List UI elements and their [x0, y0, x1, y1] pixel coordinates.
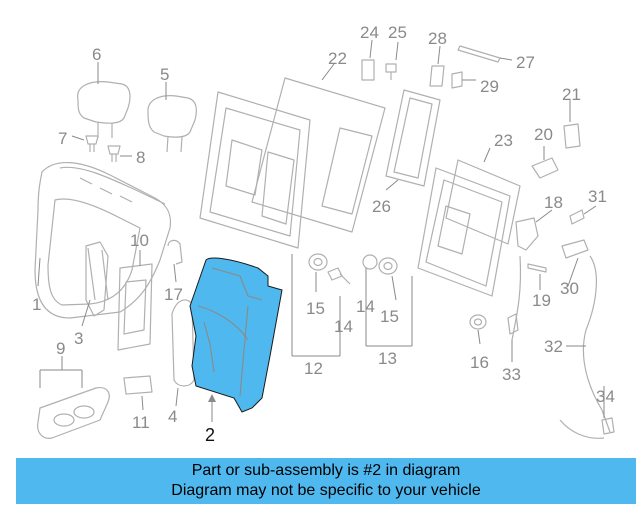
callout-15-left[interactable]: 15 — [306, 299, 325, 318]
callout-25[interactable]: 25 — [388, 23, 407, 42]
part-14-bolt-left — [327, 267, 351, 285]
part-4-side-trim — [171, 299, 195, 387]
callout-12[interactable]: 12 — [304, 359, 323, 378]
callout-8[interactable]: 8 — [136, 148, 145, 167]
part-27-rod — [457, 45, 501, 63]
part-23-panel — [445, 159, 521, 245]
part-19-bolt — [527, 263, 547, 273]
leader-lines — [37, 39, 605, 422]
callout-5[interactable]: 5 — [160, 65, 169, 84]
callout-17[interactable]: 17 — [164, 285, 183, 304]
part-29-clip — [451, 71, 463, 89]
callout-6[interactable]: 6 — [92, 45, 101, 64]
callout-20[interactable]: 20 — [534, 125, 553, 144]
callout-32[interactable]: 32 — [544, 337, 563, 356]
part-15-bushing-right — [378, 257, 398, 275]
part-24-clip — [361, 59, 375, 81]
part-10-bracket — [117, 263, 153, 351]
part-15-bushing-left — [308, 253, 328, 271]
part-17-hook — [167, 239, 183, 265]
part-31-bolt — [569, 209, 585, 225]
callout-18[interactable]: 18 — [544, 193, 563, 212]
callout-34[interactable]: 34 — [596, 387, 615, 406]
info-banner: Part or sub-assembly is #2 in diagram Di… — [16, 458, 636, 504]
callout-14-right[interactable]: 14 — [356, 297, 375, 316]
parts-diagram: 1 2 3 4 5 6 7 8 9 10 11 12 13 14 14 15 1… — [32, 23, 615, 445]
part-16-grommet — [469, 314, 487, 330]
part-3-side-bolster — [85, 241, 109, 317]
callout-31[interactable]: 31 — [588, 187, 607, 206]
part-22-frame-panel — [251, 77, 386, 233]
seat-back-frame-right — [417, 167, 511, 297]
part-26-pad — [385, 89, 441, 187]
part-20-trim — [531, 157, 559, 179]
banner-line-2: Diagram may not be specific to your vehi… — [171, 482, 481, 499]
callout-21[interactable]: 21 — [562, 85, 581, 104]
part-6-headrest — [77, 81, 131, 138]
callout-28[interactable]: 28 — [428, 29, 447, 48]
part-9-armrest — [37, 387, 110, 439]
part-5-headrest — [147, 95, 197, 153]
callout-labels: 1 2 3 4 5 6 7 8 9 10 11 12 13 14 14 15 1… — [32, 23, 615, 445]
callout-14-left[interactable]: 14 — [334, 317, 353, 336]
callout-7[interactable]: 7 — [58, 129, 67, 148]
part-8-guide — [107, 145, 121, 162]
callout-9[interactable]: 9 — [56, 339, 65, 358]
cable-32 — [559, 255, 611, 439]
part-34-end — [601, 417, 615, 435]
callout-30[interactable]: 30 — [560, 279, 579, 298]
callout-3[interactable]: 3 — [74, 329, 83, 348]
part-18-latch — [515, 217, 539, 251]
part-30-handle — [561, 239, 589, 259]
callout-26[interactable]: 26 — [372, 197, 391, 216]
part-33-cable — [507, 255, 522, 341]
part-11-pad — [123, 375, 153, 395]
callout-16[interactable]: 16 — [470, 353, 489, 372]
callout-1[interactable]: 1 — [32, 295, 41, 314]
part-7-guide — [85, 135, 99, 152]
part-1-seat-cushion — [34, 161, 172, 319]
callout-29[interactable]: 29 — [480, 77, 499, 96]
callout-27[interactable]: 27 — [516, 53, 535, 72]
banner-line-1: Part or sub-assembly is #2 in diagram — [191, 462, 461, 479]
seat-back-frame-left — [199, 91, 311, 249]
callout-10[interactable]: 10 — [130, 231, 149, 250]
callout-19[interactable]: 19 — [532, 291, 551, 310]
callout-23[interactable]: 23 — [494, 131, 513, 150]
callout-24[interactable]: 24 — [360, 23, 379, 42]
part-28-clip — [429, 65, 445, 87]
callout-13[interactable]: 13 — [378, 349, 397, 368]
part-21-cover — [563, 123, 581, 149]
callout-4[interactable]: 4 — [168, 407, 177, 426]
part-2-highlighted-panel[interactable] — [189, 257, 283, 413]
callout-11[interactable]: 11 — [132, 413, 150, 432]
callout-15-right[interactable]: 15 — [380, 307, 399, 326]
callout-2[interactable]: 2 — [205, 425, 215, 445]
callout-22[interactable]: 22 — [328, 49, 347, 68]
callout-33[interactable]: 33 — [502, 365, 521, 384]
part-25-bolt — [385, 63, 397, 80]
part-14-bolt-right — [362, 254, 378, 270]
